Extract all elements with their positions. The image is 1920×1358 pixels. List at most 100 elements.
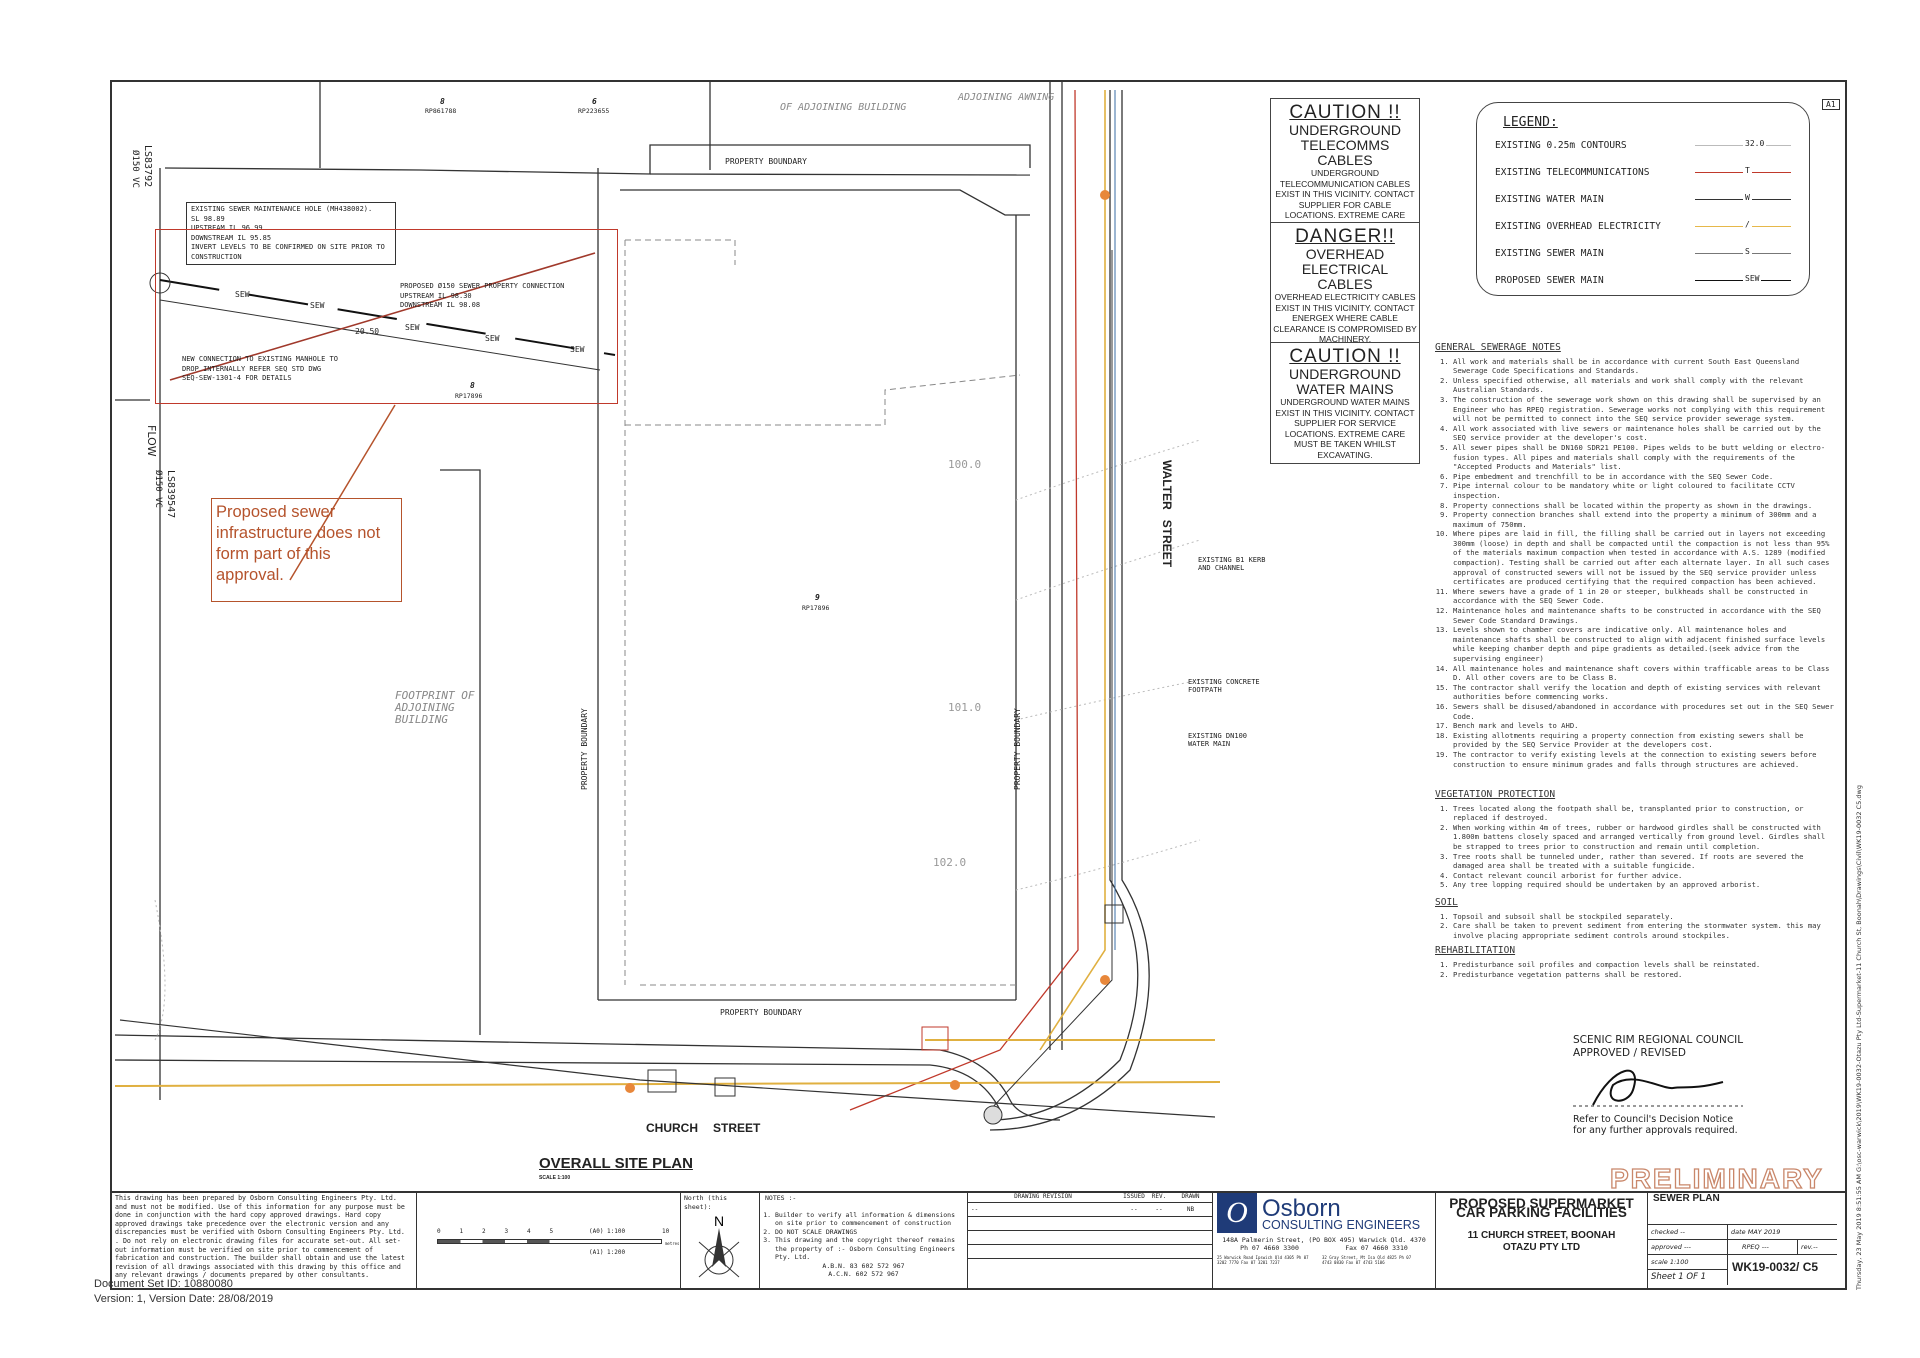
- svg-text:LS839547: LS839547: [165, 470, 176, 518]
- title-block-note: This drawing and the copyright thereof r…: [775, 1236, 962, 1262]
- soil-note: Care shall be taken to prevent sediment …: [1453, 921, 1835, 940]
- vegetation-note: Trees located along the footpath shall b…: [1453, 804, 1835, 823]
- general-note: Property connections shall be located wi…: [1453, 501, 1835, 511]
- legend-mark: SEW: [1743, 273, 1762, 283]
- version-info: Version: 1, Version Date: 28/08/2019: [94, 1293, 274, 1305]
- proposed-sewer-line: [159, 279, 616, 356]
- document-set-id: Document Set ID: 10880080: [94, 1278, 233, 1290]
- drawing-number: WK19-0032/ C5: [1732, 1260, 1819, 1274]
- rehab-note: Predisturbance vegetation patterns shall…: [1453, 970, 1835, 980]
- svg-text:20.50: 20.50: [355, 327, 379, 336]
- svg-text:101.0: 101.0: [948, 701, 981, 714]
- vegetation-note: When working within 4m of trees, rubber …: [1453, 823, 1835, 852]
- electricity-line-church: [114, 1081, 1221, 1087]
- vegetation-note: Any tree lopping required should be unde…: [1453, 880, 1835, 890]
- svg-text:PROPERTY BOUNDARY: PROPERTY BOUNDARY: [580, 708, 589, 790]
- legend-mark: W: [1743, 192, 1752, 202]
- svg-text:Ø150 VC: Ø150 VC: [130, 150, 141, 188]
- svg-text:SEW: SEW: [570, 345, 585, 354]
- svg-text:Ø150 VC: Ø150 VC: [153, 470, 164, 508]
- water-main-line: [119, 1019, 1216, 1118]
- watermain-label: EXISTING DN100 WATER MAIN: [1188, 732, 1248, 748]
- scale-tick-label: 0: [437, 1228, 441, 1235]
- svg-text:ADJOINING AWNING: ADJOINING AWNING: [957, 92, 1054, 103]
- legend-label: EXISTING SEWER MAIN: [1495, 248, 1604, 259]
- preliminary-stamp: PRELIMINARY: [1609, 1162, 1824, 1194]
- legend-line-swatch: /: [1695, 219, 1791, 229]
- svg-text:LS83792: LS83792: [142, 145, 153, 187]
- title-block: [110, 1191, 1847, 1288]
- svg-text:6: 6: [592, 97, 597, 106]
- svg-text:9: 9: [815, 593, 820, 602]
- drawing-info: SEWER PLAN checked -- date MAY 2019 appr…: [1647, 1191, 1837, 1288]
- north-arrow: North (this sheet): N: [680, 1191, 759, 1288]
- sewer-highlight-box: [155, 229, 618, 404]
- svg-text:100.0: 100.0: [948, 458, 981, 471]
- legend-line-swatch: T: [1695, 165, 1791, 175]
- notes-panel: NOTES :- Builder to verify all informati…: [759, 1191, 967, 1288]
- osborn-logo: O: [1217, 1193, 1257, 1233]
- vegetation-notes: VEGETATION PROTECTIONTrees located along…: [1435, 790, 1835, 979]
- svg-text:RP861788: RP861788: [425, 107, 456, 115]
- rehab-note: Predisturbance soil profiles and compact…: [1453, 960, 1835, 970]
- vegetation-note: Tree roots shall be tunneled under, rath…: [1453, 852, 1835, 871]
- svg-text:8: 8: [470, 381, 475, 390]
- general-note: Unless specified otherwise, all material…: [1453, 376, 1835, 395]
- general-note: Where pipes are laid in fill, the fillin…: [1453, 529, 1835, 587]
- footprint-label: FOOTPRINT OF ADJOINING BUILDING: [395, 689, 475, 726]
- svg-text:SEW: SEW: [485, 334, 500, 343]
- general-note: Maintenance holes and maintenance shafts…: [1453, 606, 1835, 625]
- telecom-line: [849, 89, 1079, 1111]
- sewer-connection-line: [169, 252, 596, 381]
- legend-label: EXISTING WATER MAIN: [1495, 194, 1604, 205]
- legend-line-swatch: 32.0: [1695, 138, 1791, 148]
- legend-mark: /: [1743, 219, 1752, 229]
- scale-tick-label: 10: [662, 1228, 670, 1235]
- legend-mark: 32.0: [1743, 138, 1767, 148]
- scale-tick-label: 3: [504, 1228, 509, 1235]
- plot-info: Thursday, 23 May 2019 8:51:55 AM G:\osc-…: [1855, 785, 1863, 1290]
- scale-tick-label: 5: [549, 1228, 554, 1235]
- svg-text:STREET: STREET: [713, 1121, 761, 1135]
- title-block-note: Builder to verify all information & dime…: [775, 1211, 962, 1228]
- general-note: The contractor shall verify the location…: [1453, 683, 1835, 702]
- svg-text:WALTER STREET: WALTER STREET: [1160, 460, 1174, 568]
- general-note: All sewer pipes shall be DN160 SDR21 PE1…: [1453, 443, 1835, 472]
- disclaimer: This drawing has been prepared by Osborn…: [115, 1194, 405, 1280]
- general-note: Where sewers have a grade of 1 in 20 or …: [1453, 587, 1835, 606]
- scale-tick-label: 2: [482, 1228, 486, 1235]
- svg-text:N: N: [714, 1213, 724, 1229]
- general-note: The contractor to verify existing levels…: [1453, 750, 1835, 769]
- svg-text:OF ADJOINING BUILDING: OF ADJOINING BUILDING: [780, 102, 906, 113]
- general-note: All maintenance holes and maintenance sh…: [1453, 664, 1835, 683]
- legend-mark: T: [1743, 165, 1752, 175]
- legend-line-swatch: SEW: [1695, 273, 1791, 283]
- svg-text:RP223655: RP223655: [578, 107, 609, 115]
- approval-annotation: Proposed sewer infrastructure does not f…: [211, 498, 402, 602]
- signature: [1573, 1069, 1743, 1107]
- svg-text:PROPERTY BOUNDARY: PROPERTY BOUNDARY: [1013, 708, 1022, 790]
- general-note: Bench mark and levels to AHD.: [1453, 721, 1835, 731]
- legend-line-swatch: W: [1695, 192, 1791, 202]
- footpath-label: EXISTING CONCRETE FOOTPATH: [1188, 678, 1260, 694]
- general-note: Sewers shall be disused/abandoned in acc…: [1453, 702, 1835, 721]
- legend-item: EXISTING OVERHEAD ELECTRICITY/: [1495, 213, 1791, 240]
- maintenance-hole-note: EXISTING SEWER MAINTENANCE HOLE (MH43800…: [186, 202, 396, 265]
- svg-text:RP17896: RP17896: [802, 604, 829, 612]
- general-note: Existing allotments requiring a property…: [1453, 731, 1835, 750]
- svg-text:SEW: SEW: [310, 301, 325, 310]
- general-note: Levels shown to chamber covers are indic…: [1453, 625, 1835, 663]
